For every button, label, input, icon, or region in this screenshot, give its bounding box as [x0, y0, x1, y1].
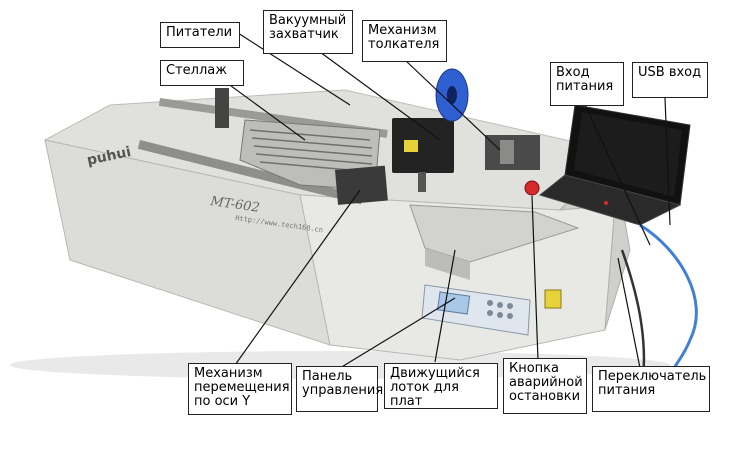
gripper-head: [392, 118, 454, 173]
emergency-stop-button[interactable]: [524, 180, 540, 196]
reel-hub: [447, 86, 457, 104]
pusher-gear: [500, 140, 514, 164]
label-feeders: Питатели: [160, 22, 240, 48]
gripper-nozzle: [418, 172, 426, 192]
label-moving-tray: Движущийся лоток для плат: [384, 363, 498, 409]
rack-rail-front: [137, 140, 364, 205]
label-usb-input: USB вход: [632, 62, 708, 98]
label-y-axis-mechanism: Механизм перемещения по оси Y: [188, 363, 292, 415]
y-axis-carriage: [335, 165, 388, 205]
laptop-screen-glare: [574, 112, 682, 197]
rack-arm: [215, 88, 229, 128]
label-pusher-mechanism: Механизм толкателя: [362, 20, 447, 62]
control-panel-lcd: [436, 291, 471, 315]
label-vacuum-gripper: Вакуумный захватчик: [263, 10, 353, 54]
laptop-trackpoint: [604, 201, 608, 205]
gripper-sticker: [404, 140, 418, 152]
label-power-input: Вход питания: [550, 62, 624, 106]
control-panel-keys: [487, 300, 513, 319]
warning-sticker: [544, 289, 562, 309]
moving-tray-front: [425, 248, 470, 280]
label-emergency-stop: Кнопка аварийной остановки: [503, 358, 587, 414]
label-control-panel: Панель управления: [296, 366, 383, 412]
label-power-switch: Переключатель питания: [592, 366, 710, 412]
label-rack: Стеллаж: [160, 60, 244, 86]
feeder-lines: [249, 129, 373, 173]
model-text: MT-602: [208, 194, 260, 216]
moving-tray: [409, 204, 580, 263]
